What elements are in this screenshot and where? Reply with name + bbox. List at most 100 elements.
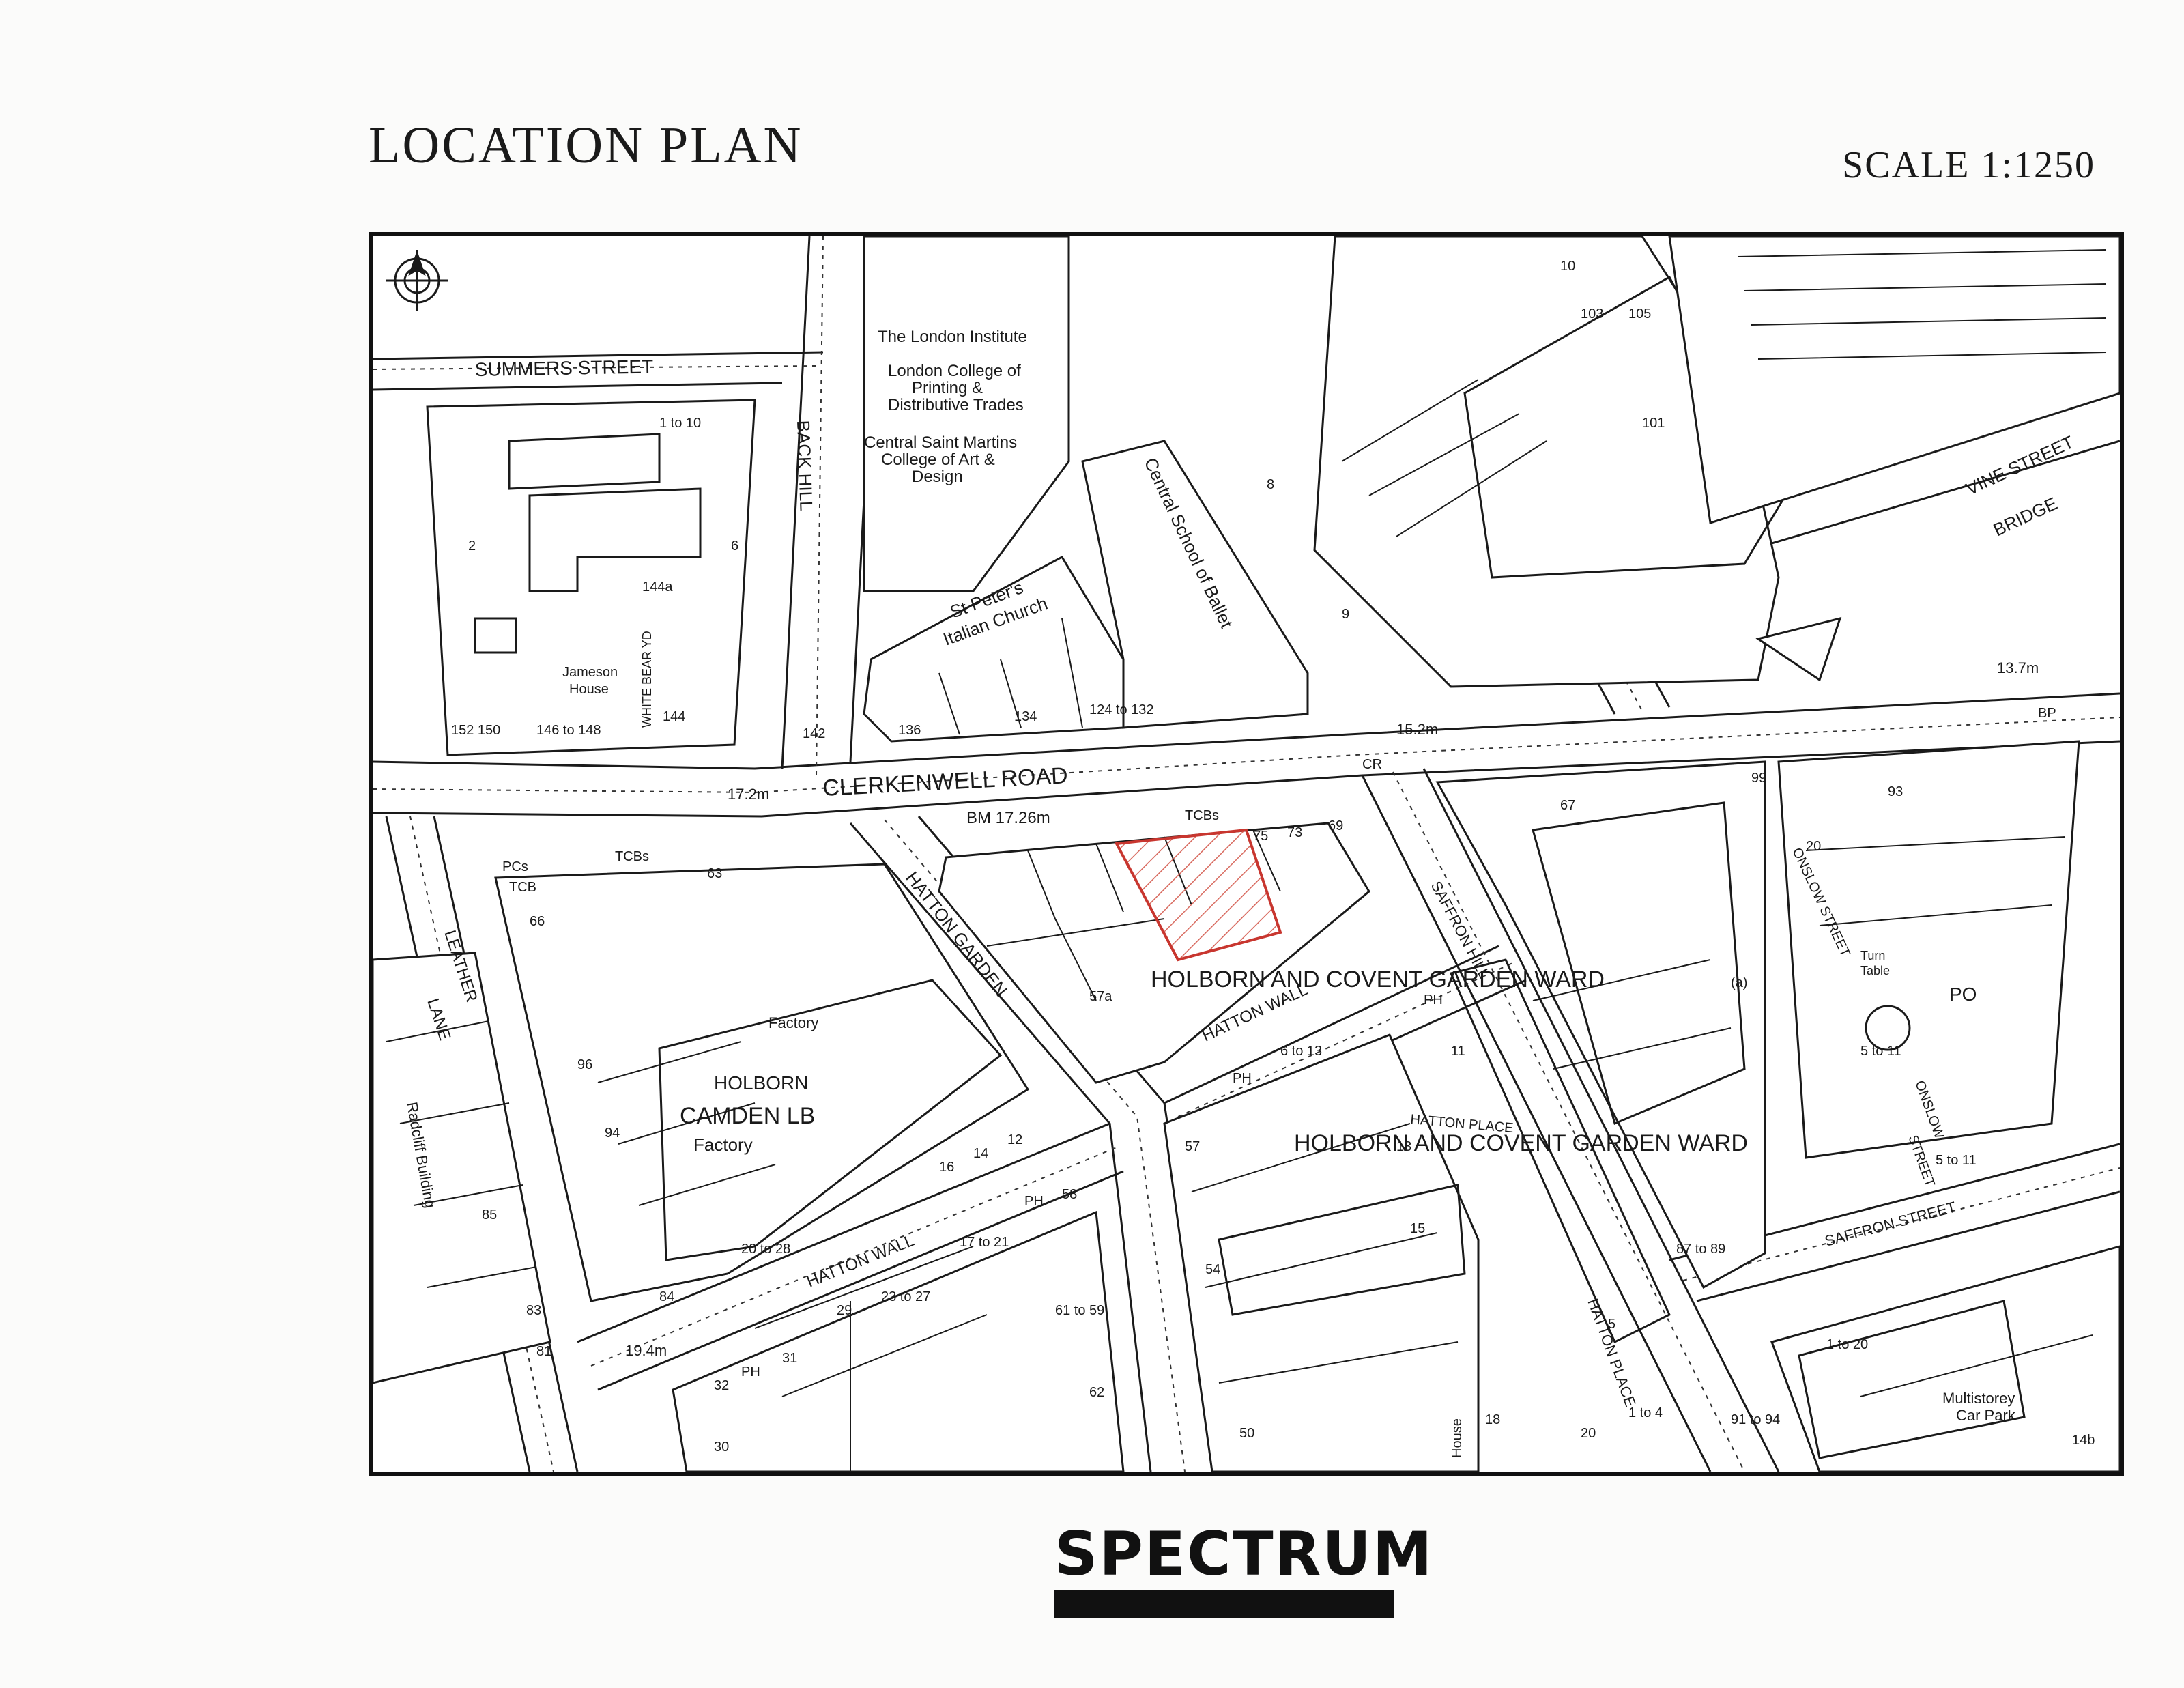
label-bridge: BRIDGE [1990,493,2060,540]
num-83: 83 [526,1303,541,1318]
label-summers-street: SUMMERS STREET [475,356,654,380]
num-12: 12 [1007,1132,1022,1147]
num-6to13: 6 to 13 [1280,1044,1322,1059]
num-1to10: 1 to 10 [659,416,701,431]
page-title: LOCATION PLAN [369,117,803,174]
north-arrow-icon [386,250,448,311]
num-9: 9 [1342,607,1349,622]
num-17to21: 17 to 21 [960,1235,1009,1250]
num-14: 14 [973,1146,988,1161]
label-multistorey: Multistorey [1942,1390,2015,1407]
num-31: 31 [782,1351,797,1366]
label-tcbs-2: TCBs [615,849,649,864]
num-15: 15 [1410,1221,1425,1236]
num-69: 69 [1328,818,1343,833]
brand-logo: SPECTRUM [1054,1519,1434,1589]
num-18: 18 [1485,1412,1500,1427]
location-map[interactable]: SUMMERS STREET BACK HILL CLERKENWELL ROA… [369,232,2124,1476]
label-factory-2: Factory [693,1134,753,1155]
num-32: 32 [714,1378,729,1393]
num-5: 5 [1608,1317,1615,1332]
label-ph-4: PH [1233,1071,1252,1086]
num-5to11: 5 to 11 [1860,1044,1901,1059]
num-20to28: 20 to 28 [741,1242,790,1257]
label-table: Table [1860,964,1890,977]
label-clerkenwell-road: CLERKENWELL ROAD [822,762,1068,801]
num-2: 2 [468,539,476,554]
label-lcp-3: Distributive Trades [888,396,1024,414]
scale-label: SCALE 1:1250 [1842,144,2095,186]
label-back-hill: BACK HILL [793,420,817,511]
plot-lines [386,379,2093,1472]
num-20b: 20 [1581,1426,1596,1441]
num-16: 16 [939,1160,954,1175]
num-11: 11 [1451,1044,1465,1059]
num-87to89: 87 to 89 [1676,1242,1725,1257]
map-svg: SUMMERS STREET BACK HILL CLERKENWELL ROA… [373,236,2120,1472]
num-14b: 14b [2072,1433,2095,1448]
num-50: 50 [1239,1426,1254,1441]
label-csm-1: Central Saint Martins [864,433,1017,452]
label-onslow-3: STREET [1905,1133,1938,1189]
num-62: 62 [1089,1385,1104,1400]
label-factory-1: Factory [768,1014,818,1031]
num-67: 67 [1560,798,1575,813]
num-124to132: 124 to 132 [1089,702,1154,717]
num-8: 8 [1267,477,1274,492]
num-1to20: 1 to 20 [1826,1337,1868,1352]
num-99: 99 [1751,771,1766,786]
label-csm-3: Design [912,468,963,486]
num-134: 134 [1014,709,1037,724]
label-po: PO [1949,984,1977,1005]
label-vine-street: VINE STREET [1963,431,2077,499]
label-jameson-2: House [569,682,609,697]
num-85: 85 [482,1207,497,1222]
num-103: 103 [1581,306,1603,321]
num-146to148: 146 to 148 [536,723,601,738]
num-61to59: 61 to 59 [1055,1303,1104,1318]
label-bp: BP [2038,706,2056,721]
num-57: 57 [1185,1139,1200,1154]
label-ward-2: HOLBORN AND COVENT GARDEN WARD [1294,1130,1748,1156]
label-saffron-hill: SAFFRON HILL [1428,878,1493,982]
num-101: 101 [1642,416,1665,431]
label-h-194: 19.4m [625,1342,667,1359]
label-tcb: TCB [509,880,536,895]
label-bm: BM 17.26m [966,809,1050,827]
num-57a: 57a [1089,989,1112,1004]
label-h-172: 17.2m [728,786,769,803]
num-136: 136 [898,723,921,738]
num-66: 66 [530,914,545,929]
num-75: 75 [1253,829,1268,844]
brand-underline [1054,1590,1394,1618]
label-ward-1: HOLBORN AND COVENT GARDEN WARD [1151,967,1605,992]
num-23to27: 23 to 27 [881,1289,930,1304]
num-105: 105 [1628,306,1651,321]
num-84: 84 [659,1289,674,1304]
num-54: 54 [1205,1262,1220,1277]
label-saffron-street: SAFFRON STREET [1823,1198,1958,1249]
label-ph-3: PH [741,1364,760,1379]
num-10: 10 [1560,259,1575,274]
num-93: 93 [1888,784,1903,799]
num-29: 29 [837,1303,852,1318]
num-20: 20 [1806,839,1821,854]
num-58: 58 [1062,1187,1077,1202]
label-h-137: 13.7m [1997,659,2039,676]
label-lcp-2: Printing & [912,379,983,397]
num-81: 81 [536,1344,551,1359]
num-96: 96 [577,1057,592,1072]
num-5to11b: 5 to 11 [1936,1153,1977,1168]
label-house: House [1450,1418,1465,1458]
application-site[interactable] [1114,828,1282,962]
num-30: 30 [714,1440,729,1455]
num-6: 6 [731,539,738,554]
num-142: 142 [803,726,825,741]
label-csm-2: College of Art & [881,450,995,469]
label-lcp-1: London College of [888,362,1021,380]
num-13: 13 [1396,1139,1411,1154]
label-h-152: 15.2m [1396,721,1438,738]
label-cr: CR [1362,757,1382,772]
num-152-150: 152 150 [451,723,500,738]
label-camden-lb: CAMDEN LB [680,1103,815,1129]
